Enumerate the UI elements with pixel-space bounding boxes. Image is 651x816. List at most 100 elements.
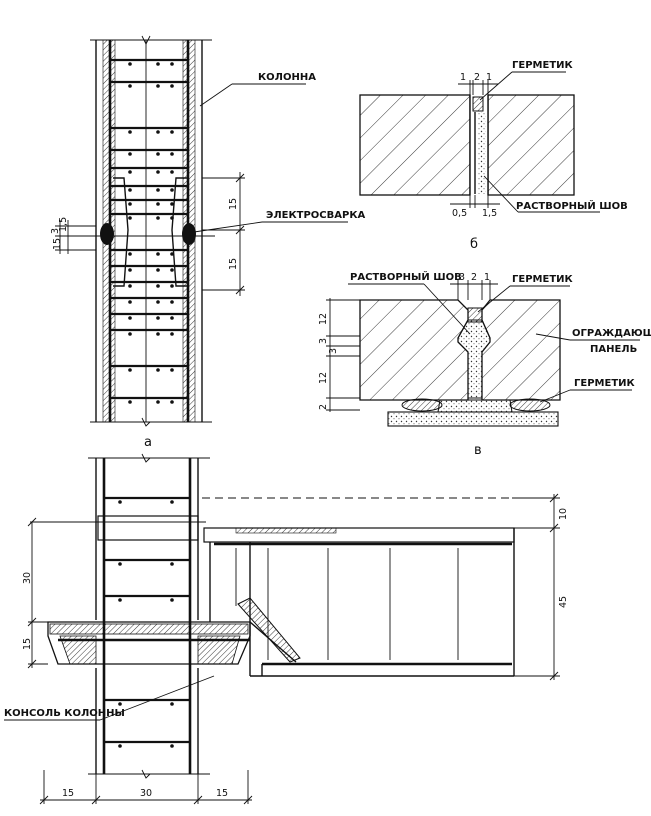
detail-b-panel-joint: 1 2 1 0,5 1,5 ГЕРМЕТИК РАСТВОРНЫЙ ШОВ б <box>359 60 628 252</box>
label-sealant-v-bottom: ГЕРМЕТИК <box>574 378 636 389</box>
bar-dot <box>156 368 160 372</box>
label-column: КОЛОННА <box>258 72 316 83</box>
mortar-v <box>457 319 491 399</box>
weld-left <box>100 223 114 245</box>
bar-dot <box>170 188 174 192</box>
bar-dot <box>156 152 160 156</box>
bar-dot <box>128 202 132 206</box>
dim-v-3b: 3 <box>328 348 339 354</box>
dim-a-15-upper: 15 <box>228 198 239 210</box>
caption-b: б <box>470 237 478 252</box>
bar-dot <box>170 284 174 288</box>
dim-v-2b: 2 <box>318 404 329 410</box>
bar-dot <box>128 332 132 336</box>
bar-dot <box>156 130 160 134</box>
bar-dot <box>156 216 160 220</box>
dim-v-12a: 12 <box>318 313 329 325</box>
dim-v-3a: 3 <box>318 338 329 344</box>
bar-dot <box>118 500 122 504</box>
bar-dot <box>170 130 174 134</box>
bar-dot <box>170 368 174 372</box>
bar-dot <box>118 598 122 602</box>
bar-dot <box>156 316 160 320</box>
bar-dot <box>128 130 132 134</box>
bar-dot <box>170 170 174 174</box>
dim-g-10: 10 <box>558 508 569 520</box>
dim-b-1b: 1 <box>486 72 492 83</box>
bar-dot <box>170 400 174 404</box>
bar-dot <box>128 284 132 288</box>
bar-dot <box>170 300 174 304</box>
bar-dot <box>170 62 174 66</box>
dim-b-1-5: 1,5 <box>482 208 497 219</box>
bar-dot <box>170 562 174 566</box>
dim-v-3: 3 <box>459 272 465 283</box>
label-sealant-v-top: ГЕРМЕТИК <box>512 274 574 285</box>
bar-dot <box>128 252 132 256</box>
detail-g-column-console: 10 45 30 15 15 30 15 КОНСОЛЬ КОЛОННЫ <box>4 453 569 805</box>
label-mortar-joint-v: РАСТВОРНЫЙ ШОВ <box>350 270 462 283</box>
bar-dot <box>156 252 160 256</box>
label-welding: ЭЛЕКТРОСВАРКА <box>266 210 366 221</box>
bar-dot <box>128 316 132 320</box>
bar-dot <box>118 562 122 566</box>
detail-g-stirrups <box>104 496 190 748</box>
bar-dot <box>170 332 174 336</box>
bar-dot <box>170 268 174 272</box>
caption-a: а <box>144 435 152 450</box>
bar-dot <box>170 316 174 320</box>
detail-a-column-joint: 15 15 3 1,5 15 КОЛОННА ЭЛЕКТРОСВАРКА а <box>50 35 366 450</box>
caption-v: в <box>474 443 482 458</box>
bar-dot <box>128 84 132 88</box>
bar-dot <box>156 284 160 288</box>
bar-dot <box>170 598 174 602</box>
label-enclosing-panel-2: ПАНЕЛЬ <box>590 344 637 355</box>
bar-dot <box>118 744 122 748</box>
bar-dot <box>156 300 160 304</box>
dim-b-2: 2 <box>474 72 480 83</box>
dim-a-15-lower: 15 <box>228 258 239 270</box>
bar-dot <box>128 170 132 174</box>
bar-dot <box>156 202 160 206</box>
dim-g-45: 45 <box>558 596 569 608</box>
bar-dot <box>156 62 160 66</box>
bar-dot <box>128 300 132 304</box>
bar-dot <box>170 744 174 748</box>
weld-right <box>182 223 196 245</box>
dim-a-15-small: 15 <box>52 238 63 250</box>
dim-g-b15b: 15 <box>216 788 228 799</box>
dim-v-1: 1 <box>484 272 490 283</box>
dim-g-b15a: 15 <box>62 788 74 799</box>
bar-dot <box>128 400 132 404</box>
dim-g-30: 30 <box>22 572 33 584</box>
detail-a-stirrups <box>110 58 188 404</box>
bar-dot <box>156 268 160 272</box>
bar-dot <box>128 216 132 220</box>
label-mortar-joint-b: РАСТВОРНЫЙ ШОВ <box>516 199 628 212</box>
bar-dot <box>156 84 160 88</box>
dim-v-2: 2 <box>471 272 477 283</box>
bar-dot <box>128 188 132 192</box>
mortar-b <box>478 112 486 194</box>
dim-b-0-5: 0,5 <box>452 208 467 219</box>
bar-dot <box>170 252 174 256</box>
dim-a-1-5: 1,5 <box>58 217 69 232</box>
bar-dot <box>156 332 160 336</box>
bar-dot <box>156 188 160 192</box>
bar-dot <box>128 152 132 156</box>
bar-dot <box>170 152 174 156</box>
detail-v-panel-joint: 12 3 3 12 2 3 2 1 РАСТВОРНЫЙ ШОВ ГЕРМЕТИ… <box>318 270 651 458</box>
bar-dot <box>118 702 122 706</box>
dim-g-15: 15 <box>22 638 33 650</box>
bar-dot <box>156 170 160 174</box>
dim-a-3: 3 <box>50 228 61 234</box>
bar-dot <box>170 702 174 706</box>
label-enclosing-panel-1: ОГРАЖДАЮЩАЯ <box>572 328 651 339</box>
dim-g-b30: 30 <box>140 788 152 799</box>
label-sealant-b: ГЕРМЕТИК <box>512 60 574 71</box>
label-column-console: КОНСОЛЬ КОЛОННЫ <box>4 708 125 719</box>
bar-dot <box>128 62 132 66</box>
dim-v-12b: 12 <box>318 372 329 384</box>
bar-dot <box>128 268 132 272</box>
